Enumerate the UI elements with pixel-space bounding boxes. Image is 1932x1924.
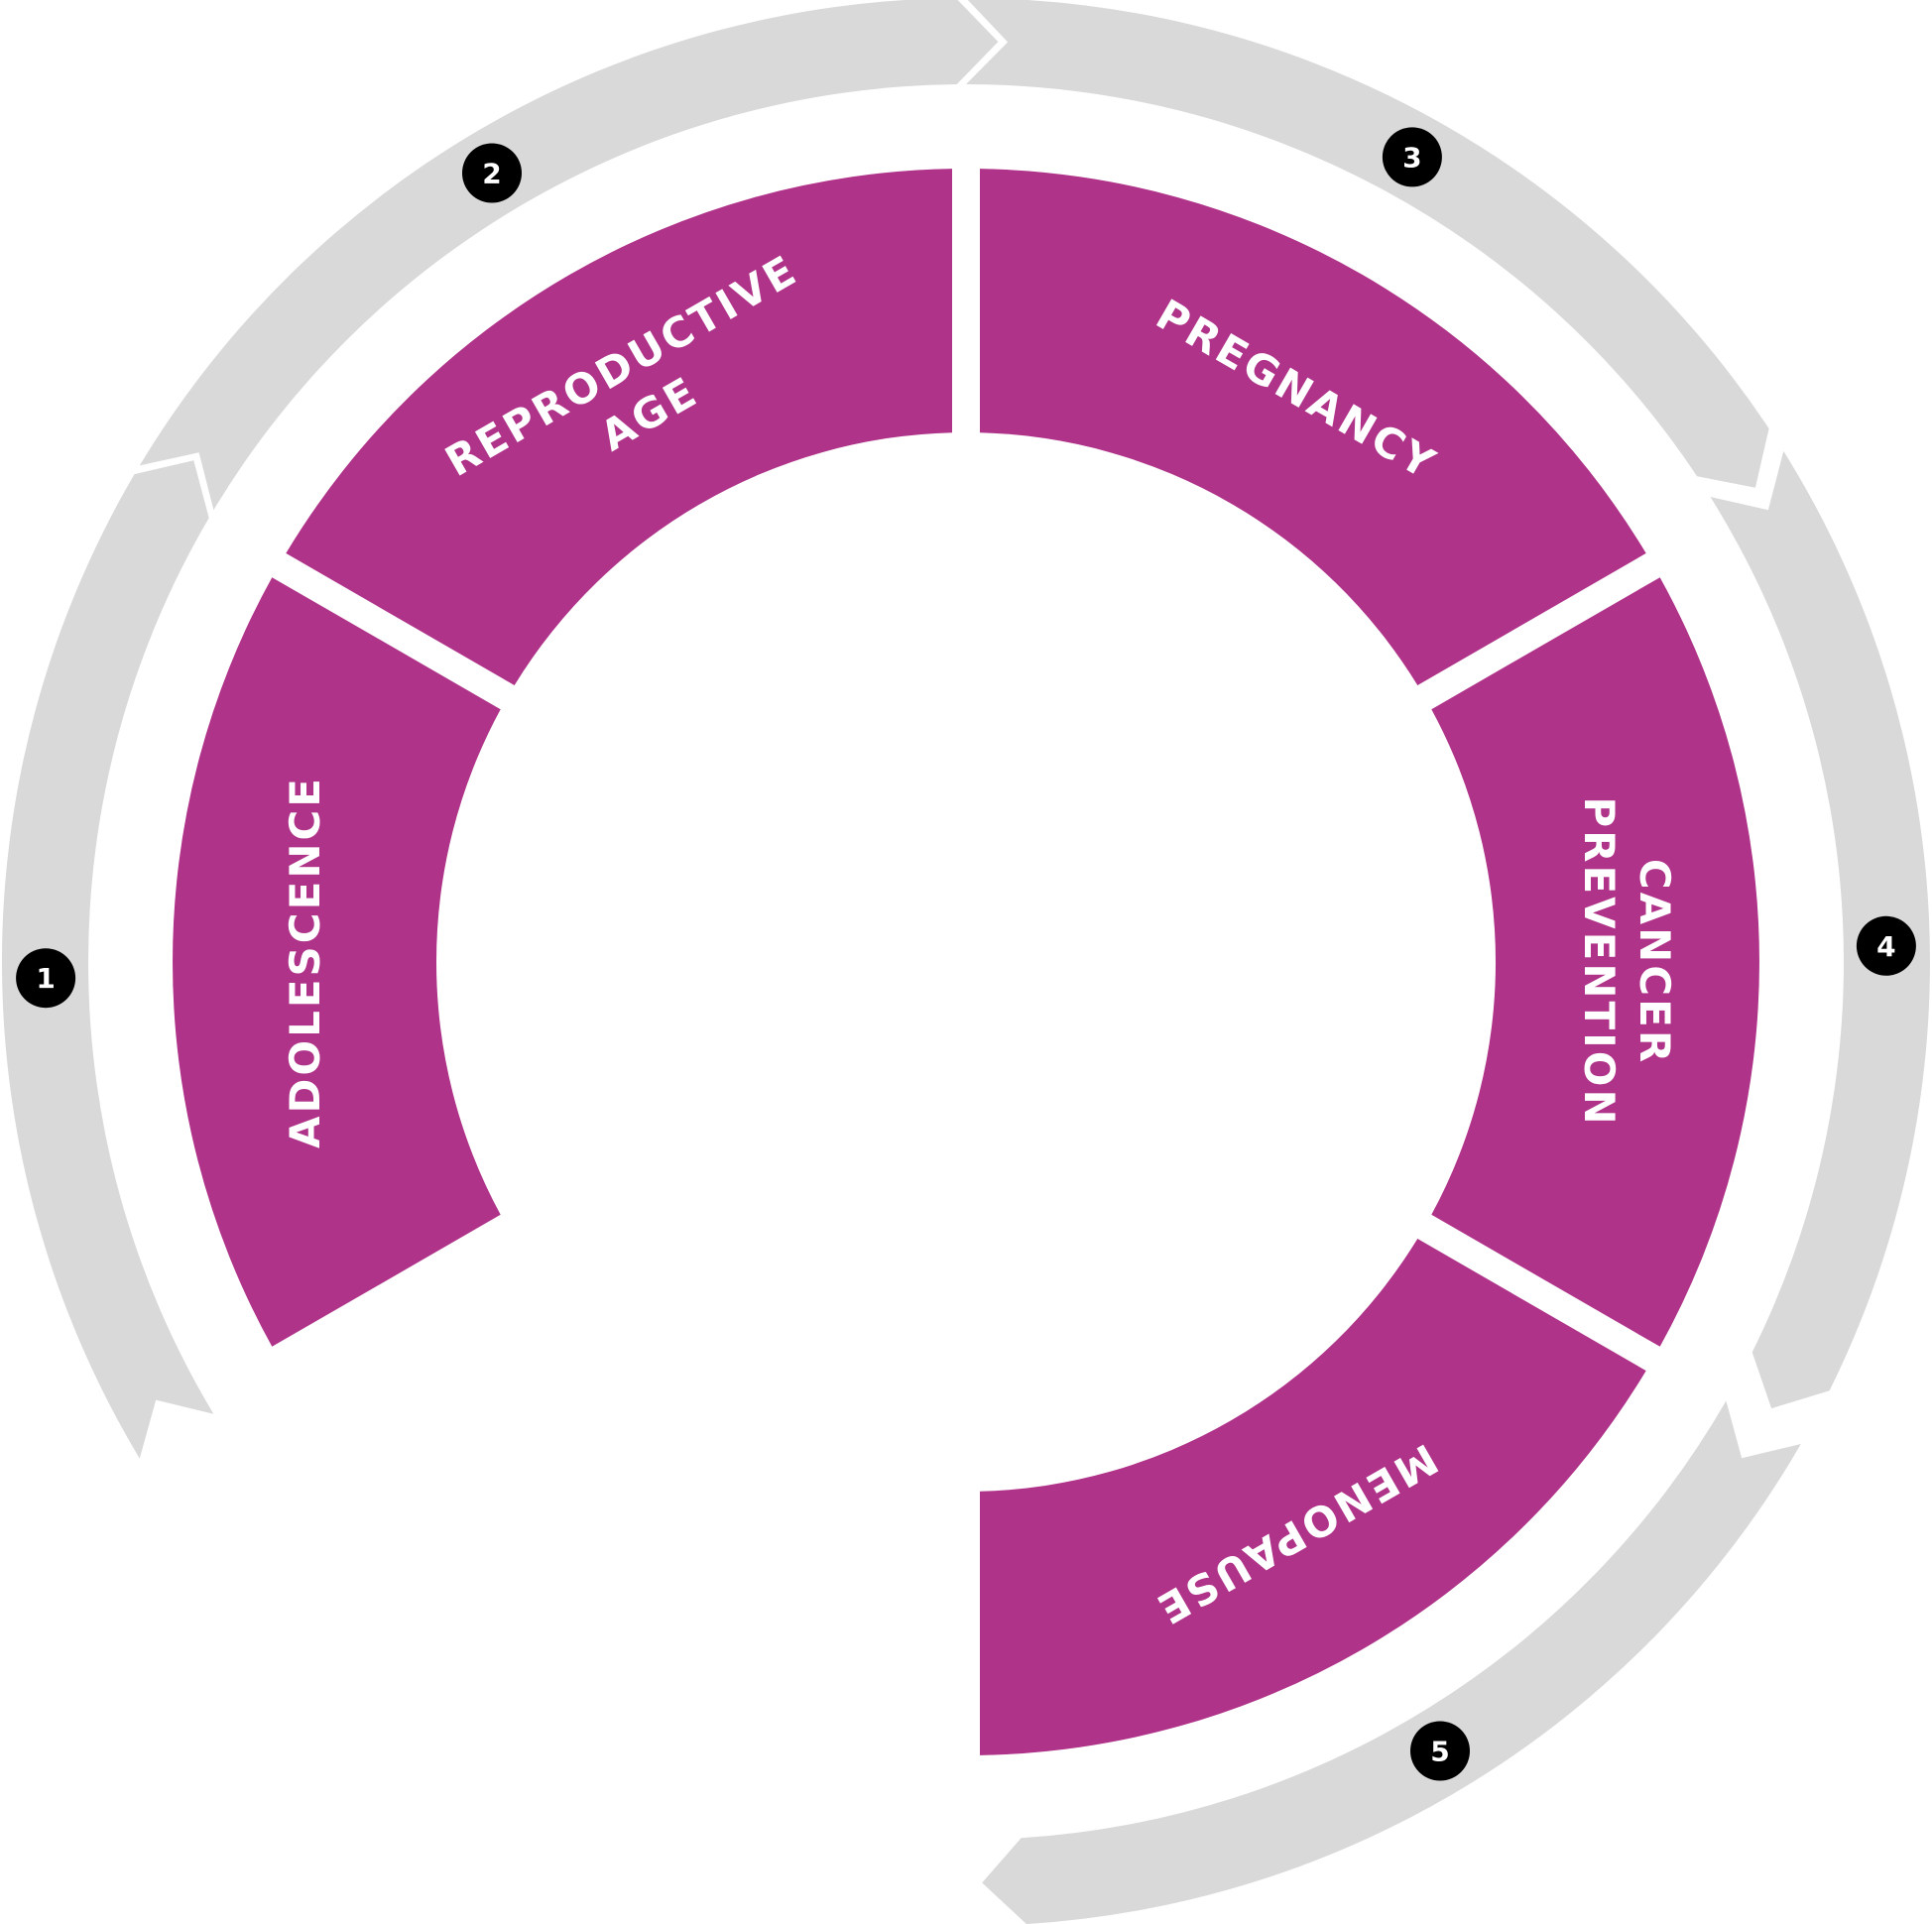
badge-cancer-prevention: 4 bbox=[1856, 915, 1916, 976]
segment-cancer-prevention bbox=[1431, 577, 1759, 1347]
badge-adolescence: 1 bbox=[16, 948, 76, 1009]
segment-pregnancy bbox=[980, 169, 1646, 686]
badge-number-pregnancy: 3 bbox=[1402, 141, 1421, 174]
segment-adolescence bbox=[173, 577, 501, 1347]
arrow-menopause bbox=[982, 1400, 1801, 1924]
inner-segment-ring bbox=[173, 169, 1759, 1755]
badge-circle-reproductive-age bbox=[462, 143, 522, 203]
arrow-reproductive-age bbox=[139, 0, 999, 511]
badge-number-reproductive-age: 2 bbox=[482, 158, 501, 190]
number-badges: 1 2 3 4 5 bbox=[16, 127, 1916, 1781]
badge-reproductive-age: 2 bbox=[462, 143, 522, 203]
badge-pregnancy: 3 bbox=[1382, 127, 1442, 187]
badge-circle-adolescence bbox=[16, 948, 76, 1009]
label-adolescence: ADOLESCENCE bbox=[281, 776, 329, 1148]
badge-number-cancer-prevention: 4 bbox=[1876, 930, 1895, 963]
badge-menopause: 5 bbox=[1410, 1721, 1470, 1781]
arrow-cancer-prevention bbox=[1710, 450, 1930, 1409]
label-line-adolescence-0: ADOLESCENCE bbox=[281, 776, 329, 1148]
badge-circle-cancer-prevention bbox=[1856, 915, 1916, 976]
label-line-cancer-prevention-0: CANCER bbox=[1630, 859, 1679, 1065]
badge-circle-menopause bbox=[1410, 1721, 1470, 1781]
badge-number-menopause: 5 bbox=[1430, 1736, 1449, 1768]
segment-reproductive-age bbox=[286, 169, 952, 686]
label-cancer-prevention: CANCERPREVENTION bbox=[1575, 796, 1679, 1127]
badge-circle-pregnancy bbox=[1382, 127, 1442, 187]
arrow-pregnancy bbox=[966, 0, 1769, 488]
label-line-cancer-prevention-1: PREVENTION bbox=[1575, 796, 1624, 1127]
arrow-adolescence bbox=[1, 460, 214, 1459]
segment-menopause bbox=[980, 1239, 1646, 1755]
badge-number-adolescence: 1 bbox=[36, 962, 55, 995]
